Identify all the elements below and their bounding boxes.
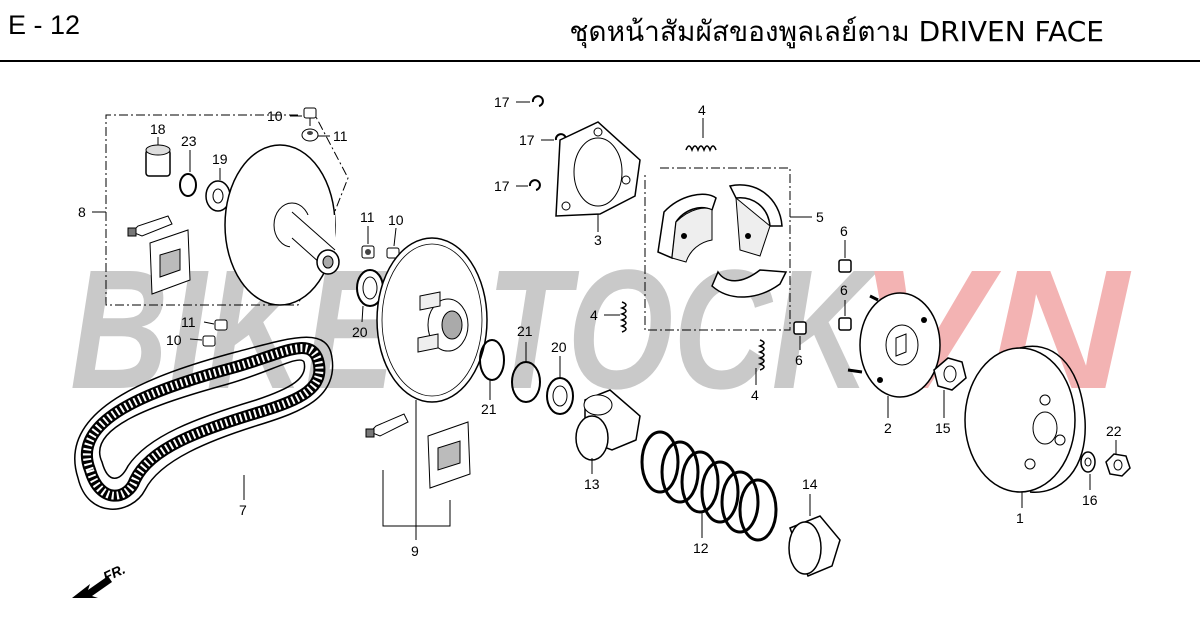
callout-23: 23 [181,133,197,149]
clip-17c [528,179,541,191]
callout-21-left: 21 [481,401,497,417]
direction-label: FR. [101,561,128,585]
forward-direction-arrow-icon: FR. [72,561,128,598]
clutch-plate-3 [555,121,641,217]
fixed-driven-face-8 [224,144,340,306]
spring-4-mid [619,301,627,333]
compression-spring-12 [640,430,778,542]
callout-11-top: 11 [333,128,348,144]
grease-label-icon [149,229,191,295]
spring-collar-13 [575,389,641,461]
damper-6a [838,259,852,273]
needle-bearing-18 [145,137,171,177]
callout-8: 8 [78,204,86,220]
collar-11-low [214,319,228,331]
clutch-shoes-5 [657,184,788,298]
drive-belt-7 [74,336,334,510]
header-divider [0,60,1200,62]
movable-driven-face-9 [376,237,488,403]
callout-labels: 1 2 3 4 4 4 5 6 6 6 7 8 9 10 10 10 11 11… [78,94,1122,559]
callout-6c: 6 [795,352,803,368]
bushing-14 [788,515,841,577]
grease-tube-icon [365,413,409,438]
bearing-19 [205,168,231,212]
callout-5: 5 [816,209,824,225]
callout-16: 16 [1082,492,1098,508]
grease-tube-icon [127,215,173,237]
pin-10-mid [386,247,400,259]
callout-11-mid: 11 [360,209,375,225]
callout-11-low: 11 [181,314,196,330]
oil-seal-20-right [546,377,574,415]
callout-18: 18 [150,121,166,137]
callout-12: 12 [693,540,709,556]
callout-10-low: 10 [166,332,182,348]
clip-17a [531,95,544,107]
callout-17b: 17 [519,132,535,148]
group-8-outline [105,114,349,306]
callout-14: 14 [802,476,818,492]
callout-6a: 6 [840,223,848,239]
page-code: E - 12 [8,10,81,40]
nut-22 [1105,453,1131,477]
callout-10-mid: 10 [388,212,404,228]
callout-17c: 17 [494,178,510,194]
callout-17a: 17 [494,94,510,110]
callout-2: 2 [884,420,892,436]
page-title: ชุดหน้าสัมผัสของพูลเลย์ตาม DRIVEN FACE [569,15,1104,48]
nut-15 [933,357,967,391]
callout-10-top: 10 [267,108,283,124]
damper-6b [838,317,852,331]
clutch-outer-1 [964,345,1086,493]
callout-4-low: 4 [751,387,759,403]
callout-20-right: 20 [551,339,567,355]
collar-11-mid [361,245,375,259]
damper-6c [793,321,807,335]
callout-20-left: 20 [352,324,368,340]
collar-11-top [301,128,319,142]
oil-seal-20 [356,269,384,323]
callout-19: 19 [212,151,228,167]
washer-16 [1080,451,1096,473]
callout-7: 7 [239,502,247,518]
circlip-23 [179,150,197,197]
callout-4-top: 4 [698,102,706,118]
pin-10-low [202,335,216,347]
callout-15: 15 [935,420,951,436]
drive-plate-2 [847,292,941,398]
callout-9: 9 [411,543,419,559]
o-ring-21-left [479,339,505,381]
callout-1: 1 [1016,510,1024,526]
pin-10-top [303,107,317,126]
callout-6b: 6 [840,282,848,298]
callout-3: 3 [594,232,602,248]
spring-4-top [685,145,717,153]
grease-label-icon [427,421,471,489]
spring-4-low [757,339,765,371]
callout-22: 22 [1106,423,1122,439]
callout-13: 13 [584,476,600,492]
callout-4-mid: 4 [590,307,598,323]
group-5-outline [644,167,791,331]
callout-21-right: 21 [517,323,533,339]
